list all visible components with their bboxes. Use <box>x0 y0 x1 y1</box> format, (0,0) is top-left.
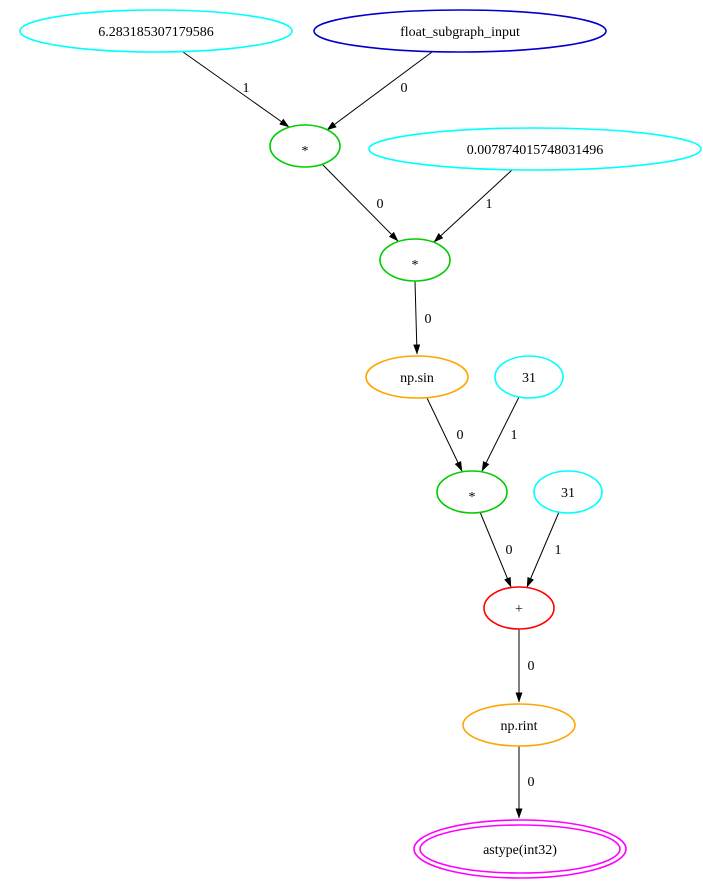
edge-line <box>321 163 399 242</box>
edge-line <box>479 511 512 588</box>
node-const-small: 0.007874015748031496 <box>368 127 702 171</box>
node-label: float_subgraph_input <box>400 25 520 40</box>
node-label: * <box>469 490 476 505</box>
node-ellipse <box>313 9 607 53</box>
edge-input-to-mul1: 0 <box>326 51 433 131</box>
edge-line <box>182 51 290 128</box>
edge-label: 0 <box>425 312 432 327</box>
edge-mul1-to-mul2: 0 <box>321 163 399 242</box>
node-const-two-pi: 6.283185307179586 <box>19 9 293 53</box>
node-mul-2: * <box>379 238 451 282</box>
edge-npsin-to-mul3: 0 <box>426 397 464 472</box>
node-ellipse <box>436 470 508 514</box>
edge-label: 1 <box>486 197 493 212</box>
edges-layer: 1 0 0 1 0 0 <box>182 51 562 819</box>
node-label: np.rint <box>501 719 538 734</box>
node-label: 6.283185307179586 <box>98 25 214 40</box>
node-label: astype(int32) <box>483 843 557 858</box>
edge-label: 0 <box>528 659 535 674</box>
node-add: + <box>483 586 555 630</box>
edge-label: 1 <box>511 428 518 443</box>
node-np-sin: np.sin <box>365 355 469 399</box>
node-ellipse <box>483 586 555 630</box>
nodes-layer: 6.283185307179586 float_subgraph_input *… <box>19 9 702 879</box>
node-label: * <box>412 258 419 273</box>
node-ellipse-inner <box>419 824 621 874</box>
edge-line <box>526 511 560 588</box>
node-label: np.sin <box>400 371 434 386</box>
node-ellipse <box>379 238 451 282</box>
node-label: 0.007874015748031496 <box>467 143 604 158</box>
edge-line <box>326 51 433 131</box>
edge-line <box>433 169 513 243</box>
node-ellipse <box>533 470 603 514</box>
edge-mul2-to-npsin: 0 <box>413 280 432 355</box>
node-ellipse <box>494 355 564 399</box>
node-const-31-b: 31 <box>533 470 603 514</box>
node-ellipse <box>462 703 576 747</box>
node-label: 31 <box>522 371 536 386</box>
node-label: + <box>515 602 523 617</box>
edge-line <box>481 396 520 472</box>
edge-const31b-to-add: 1 <box>526 511 562 588</box>
node-ellipse <box>368 127 702 171</box>
edge-label: 1 <box>555 543 562 558</box>
edge-label: 0 <box>457 428 464 443</box>
node-mul-1: * <box>269 124 341 168</box>
node-const-31-a: 31 <box>494 355 564 399</box>
node-mul-3: * <box>436 470 508 514</box>
edge-nprint-to-astype: 0 <box>515 746 535 819</box>
edge-add-to-nprint: 0 <box>515 629 535 703</box>
node-float-subgraph-input: float_subgraph_input <box>313 9 607 53</box>
edge-line <box>426 397 463 472</box>
edge-const31a-to-mul3: 1 <box>481 396 520 472</box>
node-np-rint: np.rint <box>462 703 576 747</box>
edge-label: 0 <box>528 775 535 790</box>
node-astype-int32: astype(int32) <box>413 819 627 879</box>
edge-mul3-to-add: 0 <box>479 511 513 588</box>
node-ellipse <box>19 9 293 53</box>
edge-label: 0 <box>506 543 513 558</box>
node-ellipse <box>365 355 469 399</box>
edge-label: 0 <box>401 81 408 96</box>
edge-const-small-to-mul2: 1 <box>433 169 513 243</box>
node-ellipse-outer <box>413 819 627 879</box>
edge-const-two-pi-to-mul1: 1 <box>182 51 290 128</box>
node-label: 31 <box>561 486 575 501</box>
edge-label: 0 <box>377 197 384 212</box>
edge-label: 1 <box>243 81 250 96</box>
node-label: * <box>302 144 309 159</box>
edge-line <box>413 280 421 355</box>
node-ellipse <box>269 124 341 168</box>
